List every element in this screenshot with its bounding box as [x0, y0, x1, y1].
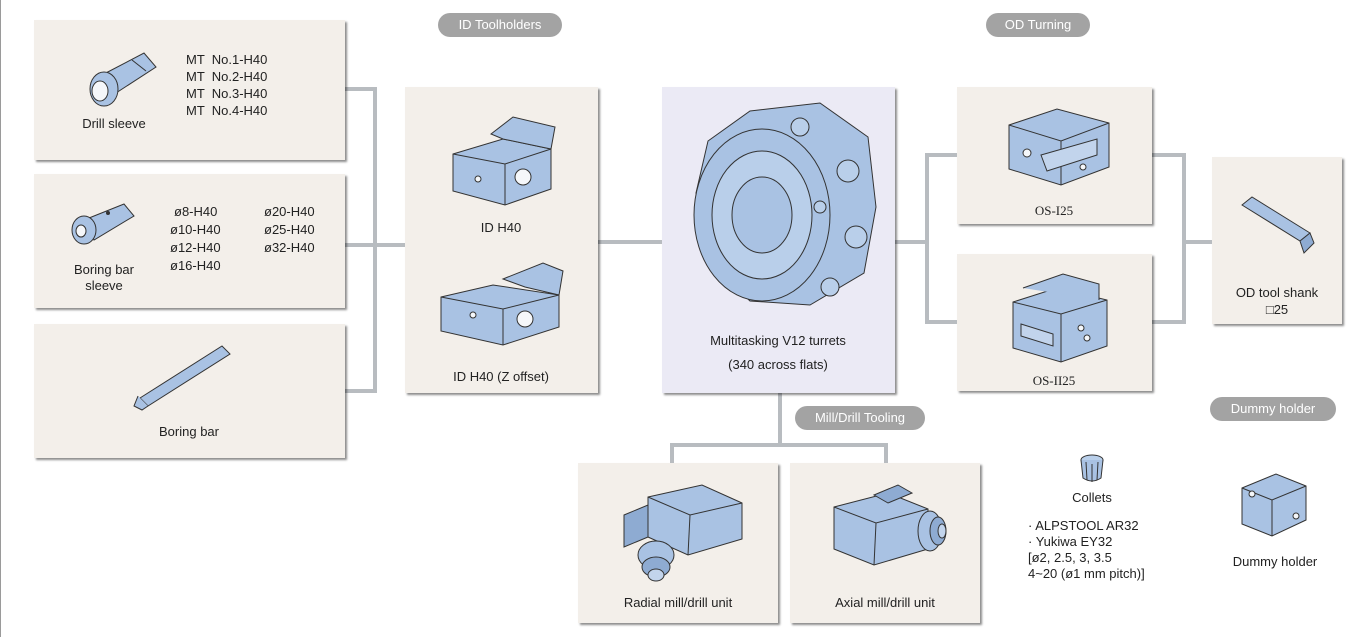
os-ii25-box: OS-II25 — [957, 254, 1152, 391]
id-h40-box: ID H40 ID H40 (Z offset) — [405, 87, 598, 393]
radial-unit-box: Radial mill/drill unit — [578, 463, 778, 623]
connector-line — [1182, 240, 1212, 244]
boring-bar-label: Boring bar — [159, 424, 219, 439]
connector-line — [925, 153, 929, 324]
drill-sleeve-box: Drill sleeve MT No.1-H40 MT No.2-H40 MT … — [34, 20, 345, 160]
bb-spec-3: ø12-H40 — [170, 240, 221, 255]
connector-line — [884, 443, 888, 463]
od-tool-shank-label-1: OD tool shank — [1235, 285, 1319, 300]
connector-line — [345, 243, 405, 247]
os-i25-icon — [1008, 108, 1110, 186]
drill-sleeve-spec-4: MT No.4-H40 — [186, 103, 268, 118]
bb-spec-6: ø25-H40 — [264, 222, 315, 237]
connector-line — [670, 443, 888, 447]
boring-bar-icon — [133, 345, 231, 411]
os-ii25-label: OS-II25 — [1032, 373, 1076, 388]
connector-line — [1152, 320, 1184, 324]
drill-sleeve-spec-1: MT No.1-H40 — [186, 52, 268, 67]
connector-line — [925, 153, 957, 157]
connector-line — [925, 320, 957, 324]
axial-mill-drill-unit-icon — [833, 484, 947, 566]
pill-id-toolholders: ID Toolholders — [438, 13, 562, 37]
turret-label-1: Multitasking V12 turrets — [710, 333, 846, 348]
od-tool-shank-label-2: □25 — [1265, 302, 1289, 317]
bb-spec-1: ø8-H40 — [174, 204, 218, 219]
id-h40-label: ID H40 — [480, 220, 522, 235]
turret-label-2: (340 across flats) — [728, 357, 828, 372]
id-h40-icon — [452, 116, 556, 206]
collets-label: Collets — [1072, 490, 1112, 505]
connector-line — [345, 389, 375, 393]
bb-spec-2: ø10-H40 — [170, 222, 221, 237]
connector-line — [345, 87, 375, 91]
boring-bar-sleeve-label-1: Boring bar — [74, 262, 134, 277]
boring-bar-sleeve-label-2: sleeve — [85, 278, 123, 293]
collets-spec-3: [ø2, 2.5, 3, 3.5 — [1028, 550, 1112, 565]
od-tool-shank-box: OD tool shank □25 — [1212, 157, 1342, 324]
pill-dummy-holder: Dummy holder — [1210, 397, 1336, 421]
os-ii25-icon — [1012, 273, 1108, 363]
connector-line — [670, 443, 674, 463]
pill-mill-drill-tooling: Mill/Drill Tooling — [795, 406, 925, 430]
drill-sleeve-label: Drill sleeve — [82, 116, 146, 131]
os-i25-label: OS-I25 — [1034, 203, 1074, 218]
collets-spec-4: 4~20 (ø1 mm pitch)] — [1028, 566, 1145, 581]
radial-unit-label: Radial mill/drill unit — [623, 595, 733, 610]
axial-unit-label: Axial mill/drill unit — [835, 595, 935, 610]
boring-bar-sleeve-icon — [71, 203, 135, 245]
connector-line — [1182, 153, 1186, 324]
boring-bar-sleeve-box: Boring bar sleeve ø8-H40 ø10-H40 ø12-H40… — [34, 174, 345, 308]
boring-bar-box: Boring bar — [34, 324, 345, 458]
connector-line — [373, 87, 377, 393]
collet-icon — [1080, 454, 1104, 482]
id-h40-z-offset-label: ID H40 (Z offset) — [453, 369, 549, 384]
left-frame-line — [0, 0, 9, 637]
radial-mill-drill-unit-icon — [623, 484, 743, 582]
turret-box: Multitasking V12 turrets (340 across fla… — [662, 87, 895, 393]
connector-line — [598, 240, 662, 244]
connector-line — [778, 393, 782, 445]
bb-spec-4: ø16-H40 — [170, 258, 221, 273]
connector-line — [1152, 153, 1184, 157]
pill-od-turning: OD Turning — [986, 13, 1090, 37]
dummy-holder-label: Dummy holder — [1232, 554, 1318, 569]
bb-spec-7: ø32-H40 — [264, 240, 315, 255]
os-i25-box: OS-I25 — [957, 87, 1152, 224]
axial-unit-box: Axial mill/drill unit — [790, 463, 980, 623]
collets-spec-2: · Yukiwa EY32 — [1028, 534, 1113, 549]
drill-sleeve-spec-2: MT No.2-H40 — [186, 69, 268, 84]
drill-sleeve-spec-3: MT No.3-H40 — [186, 86, 268, 101]
bb-spec-5: ø20-H40 — [264, 204, 315, 219]
connector-line — [895, 240, 927, 244]
turret-icon — [693, 102, 877, 306]
drill-sleeve-icon — [89, 52, 157, 107]
od-tool-shank-icon — [1241, 196, 1315, 254]
dummy-holder-icon — [1241, 473, 1307, 537]
id-h40-z-offset-icon — [440, 262, 564, 346]
collets-spec-1: · ALPSTOOL AR32 — [1028, 518, 1139, 533]
